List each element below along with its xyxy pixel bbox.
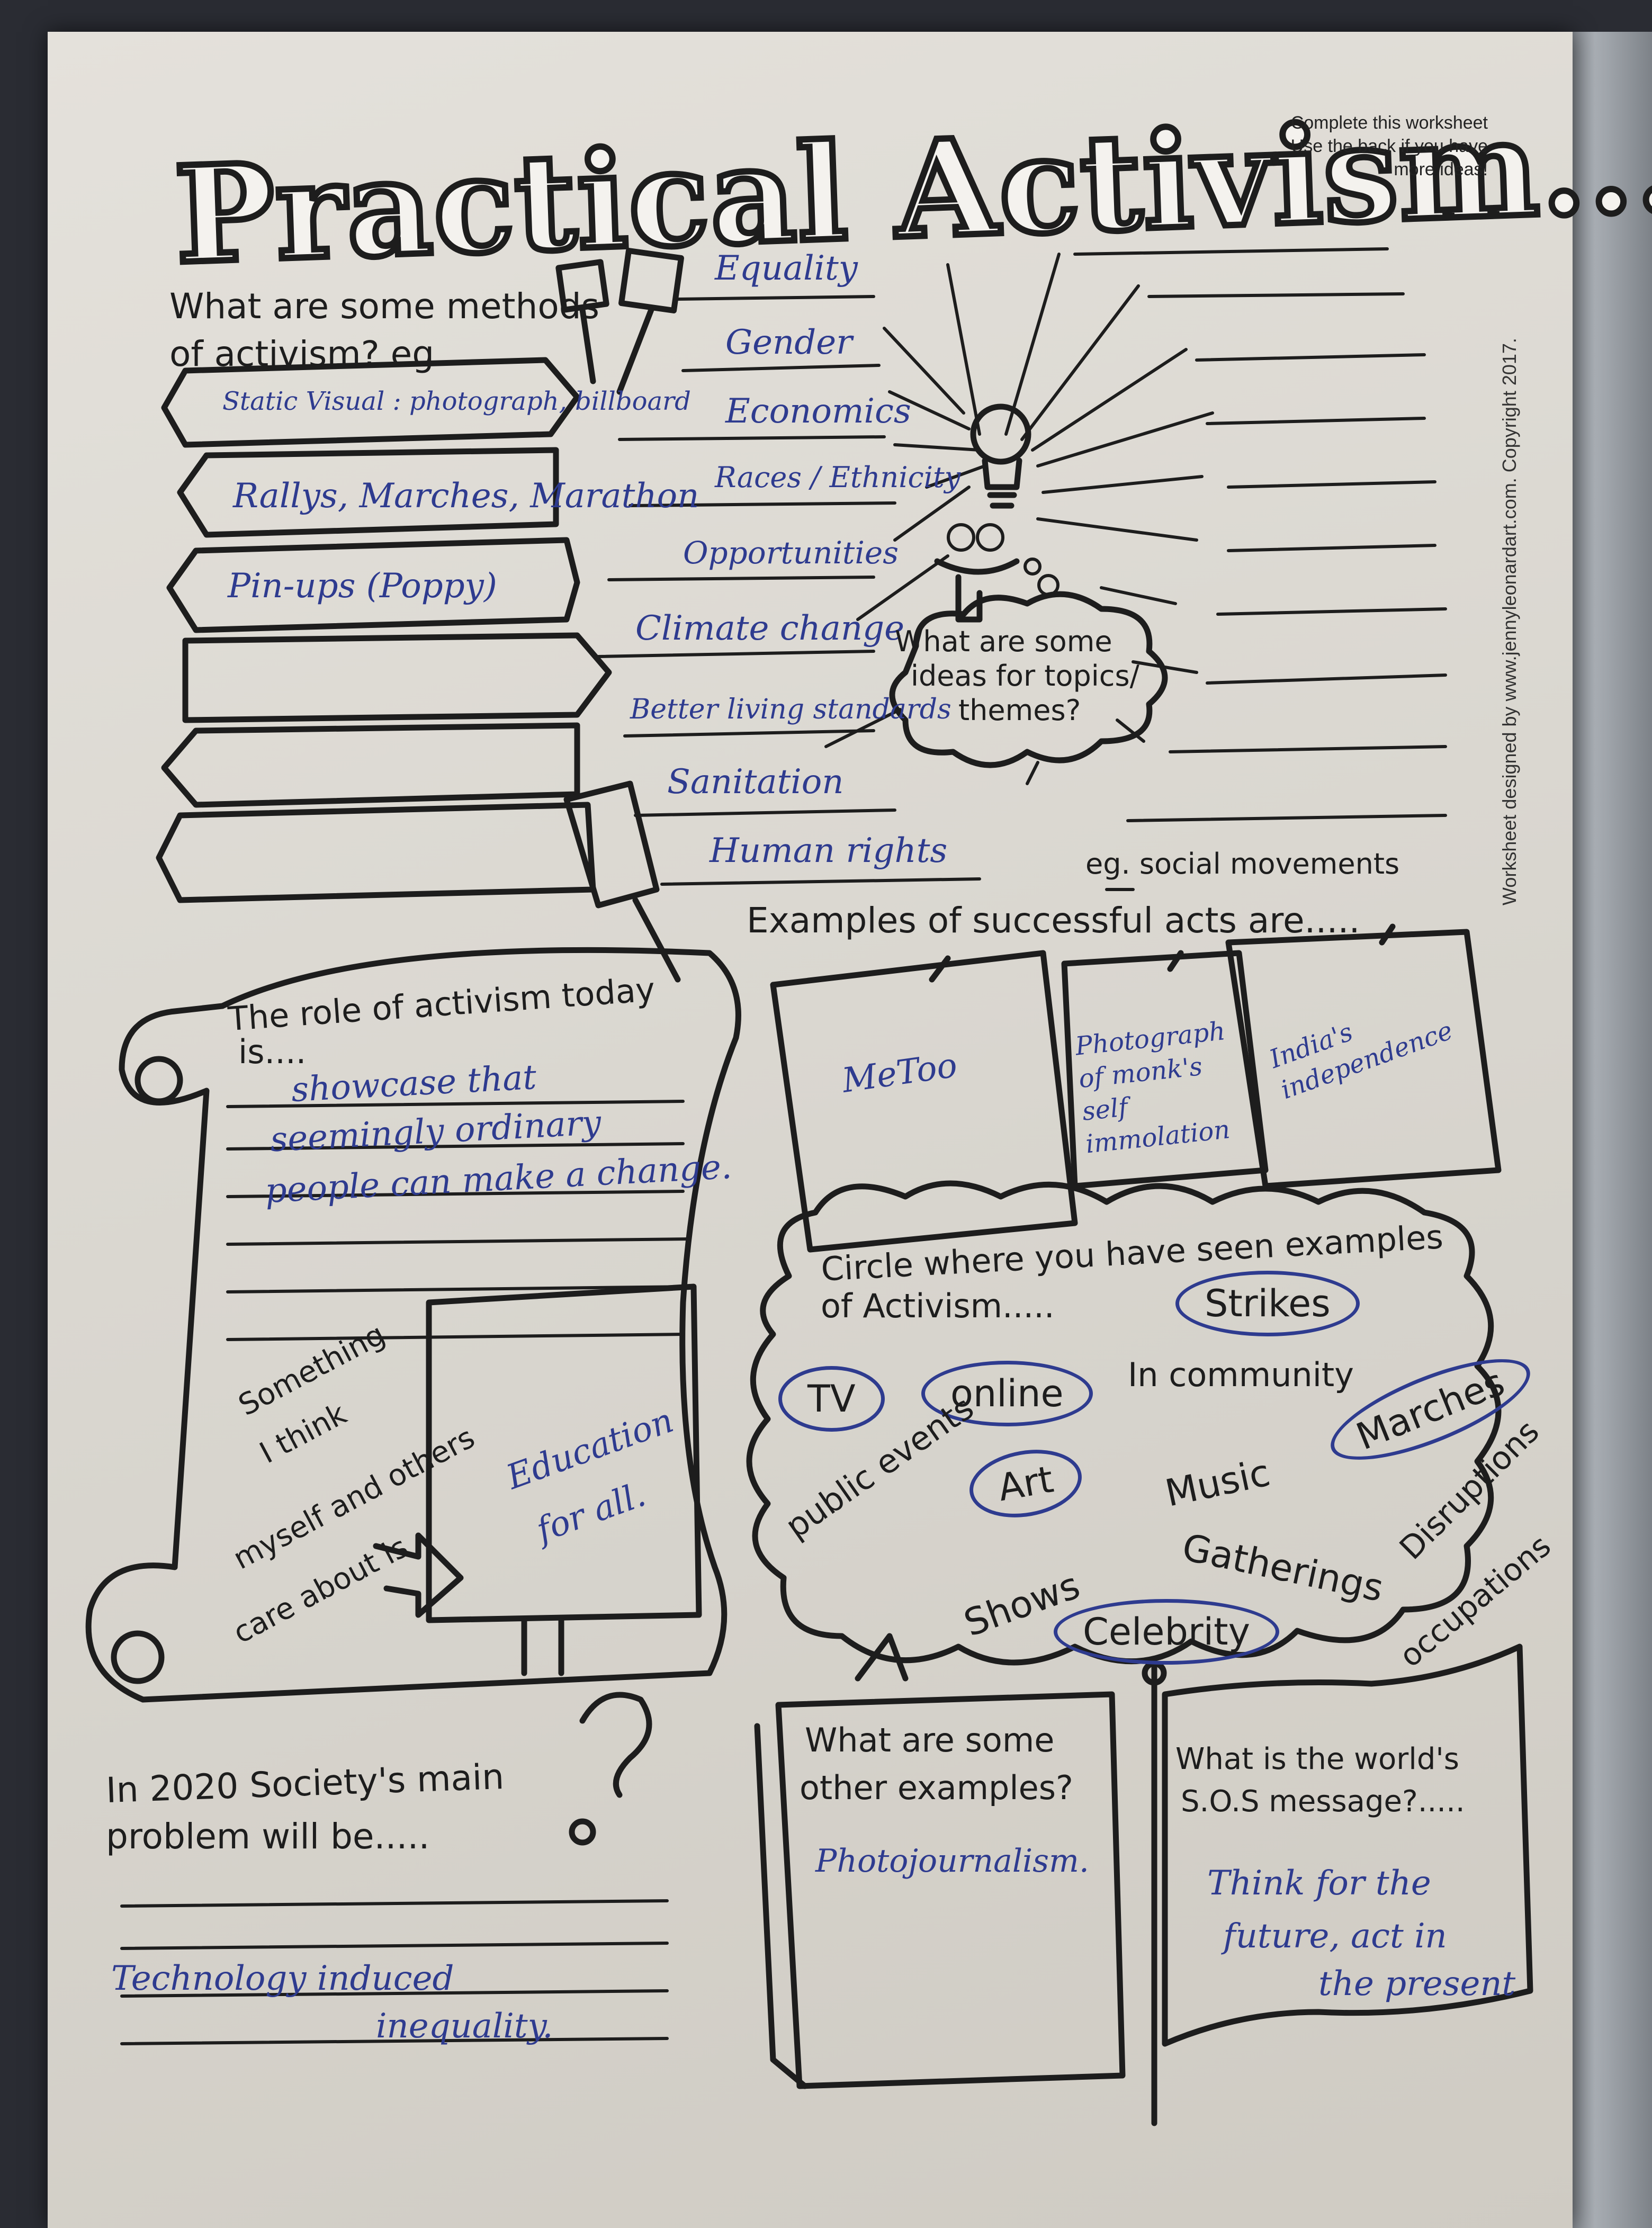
question-mark-drawing bbox=[569, 1692, 652, 1846]
copyright-notice: Worksheet designed by www.jennyleonardar… bbox=[1498, 338, 1520, 905]
sos-flag bbox=[1142, 1643, 1533, 2126]
successful-note: eg. social movements bbox=[1085, 847, 1400, 881]
other-examples-question-line-2: other examples? bbox=[800, 1768, 1073, 1807]
instructions-line: more ideas! bbox=[1394, 159, 1488, 179]
activism-cloud bbox=[746, 1180, 1502, 1666]
role-question-line-2: is.... bbox=[238, 1032, 307, 1071]
worksheet-drawings bbox=[85, 247, 1533, 2126]
topic-opportunities[interactable]: Opportunities bbox=[683, 535, 899, 571]
thought-cloud bbox=[889, 591, 1168, 768]
topic-climate[interactable]: Climate change bbox=[635, 609, 904, 648]
worksheet-page: Practical Activism... Complete this work… bbox=[48, 32, 1652, 2228]
instructions: Complete this worksheet Use the back if … bbox=[1149, 111, 1488, 181]
topic-equality[interactable]: Equality bbox=[715, 249, 858, 288]
other-examples-answer[interactable]: Photojournalism. bbox=[815, 1843, 1089, 1880]
topics-question-line-3: themes? bbox=[958, 694, 1081, 727]
option-tv[interactable]: TV bbox=[778, 1366, 885, 1432]
topic-living-standards[interactable]: Better living standards bbox=[630, 694, 951, 725]
scroll-drawing bbox=[85, 780, 741, 1703]
sos-question-line-2: S.O.S message?..... bbox=[1181, 1784, 1465, 1819]
other-examples-box bbox=[754, 1633, 1126, 2089]
option-celebrity[interactable]: Celebrity bbox=[1054, 1599, 1279, 1665]
binder-sleeve bbox=[1557, 32, 1652, 2228]
methods-question-line-1: What are some methods bbox=[169, 286, 600, 327]
instructions-line: Complete this worksheet bbox=[1290, 113, 1488, 133]
society-question-line-2: problem will be..... bbox=[106, 1816, 430, 1857]
method-answer-1[interactable]: Static Visual : photograph, billboard bbox=[222, 387, 691, 416]
sign-board-drawing bbox=[373, 1283, 702, 1676]
methods-question-line-2: of activism? eg. bbox=[169, 334, 446, 374]
topics-question-line-2: ideas for topics/ bbox=[911, 659, 1139, 693]
topic-lines-left bbox=[597, 295, 981, 886]
method-answer-3[interactable]: Pin-ups (Poppy) bbox=[228, 567, 497, 606]
sos-answer-line-3[interactable]: the present bbox=[1318, 1964, 1516, 2004]
circle-heading-line-2: of Activism..... bbox=[821, 1287, 1055, 1325]
method-banners bbox=[156, 357, 612, 903]
instructions-line: Use the back if you have bbox=[1290, 136, 1488, 156]
sos-question-line-1: What is the world's bbox=[1175, 1742, 1459, 1776]
method-answer-2[interactable]: Rallys, Marches, Marathon bbox=[233, 477, 699, 516]
pinned-notes bbox=[770, 923, 1502, 1253]
successful-heading: Examples of successful acts are..... bbox=[747, 900, 1360, 941]
topics-question-line-1: What are some bbox=[895, 625, 1112, 658]
society-answer-line-2[interactable]: inequality. bbox=[376, 2007, 553, 2046]
thinking-face-drawing bbox=[934, 523, 1060, 623]
topic-economics[interactable]: Economics bbox=[725, 392, 911, 431]
lightbulb-drawing bbox=[970, 403, 1031, 509]
society-answer-line-1[interactable]: Technology induced bbox=[111, 1959, 454, 1998]
option-online[interactable]: online bbox=[921, 1361, 1093, 1426]
society-lines bbox=[120, 1899, 669, 2045]
topic-gender[interactable]: Gender bbox=[725, 323, 852, 362]
other-examples-question-line-1: What are some bbox=[805, 1721, 1055, 1759]
topic-races[interactable]: Races / Ethnicity bbox=[715, 461, 961, 494]
option-strikes[interactable]: Strikes bbox=[1175, 1271, 1360, 1336]
option-in-community[interactable]: In community bbox=[1128, 1355, 1354, 1394]
topic-sanitation[interactable]: Sanitation bbox=[667, 762, 844, 802]
successful-note-monk[interactable]: Photograph of monk's self immolation bbox=[1074, 1016, 1232, 1160]
sos-answer-line-2[interactable]: future, act in bbox=[1223, 1917, 1447, 1956]
topic-human-rights[interactable]: Human rights bbox=[710, 831, 948, 870]
sos-answer-line-1[interactable]: Think for the bbox=[1207, 1864, 1431, 1903]
protest-signs-drawing bbox=[555, 248, 684, 395]
